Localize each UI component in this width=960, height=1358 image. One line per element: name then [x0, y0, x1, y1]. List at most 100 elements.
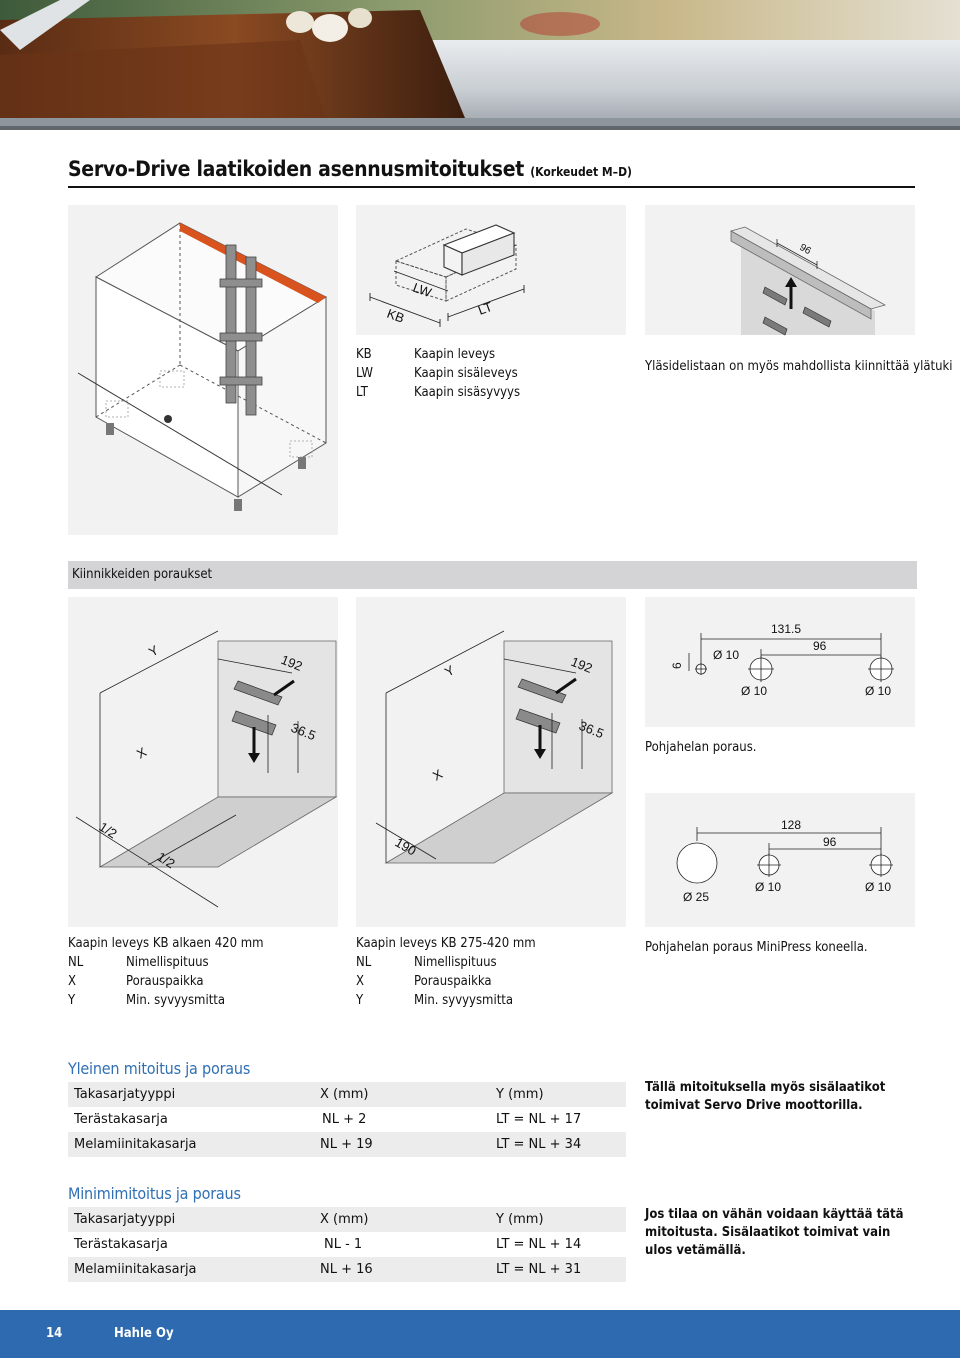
legend-key: NL — [356, 955, 372, 970]
legend-row: LW Kaapin sisäleveys — [356, 364, 626, 383]
table-cell: LT = NL + 17 — [496, 1112, 582, 1127]
legend-key: Y — [356, 993, 364, 1008]
legend-text: Porauspaikka — [414, 974, 492, 989]
page-title-text: Servo-Drive laatikoiden asennusmitoituks… — [68, 157, 524, 181]
fig-a-x-label: X — [134, 744, 149, 761]
drawer-box-drawing: KB LW LT — [369, 224, 525, 327]
table-row: Terästakasarja NL + 2 LT = NL + 17 — [68, 1107, 626, 1132]
table2-note: Jos tilaa on vähän voidaan käyttää tätä … — [645, 1207, 904, 1258]
page-title-suffix: (Korkeudet M–D) — [530, 165, 632, 179]
rail-detail-drawing: 96 — [729, 226, 887, 336]
bore1-phi-top: Ø 10 — [713, 648, 739, 662]
bore-figure-b: Y X 192 36.5 190 — [375, 630, 614, 864]
legend-text: Nimellispituus — [414, 955, 497, 970]
cabinet-drawing — [77, 222, 328, 511]
table-cell: NL - 1 — [324, 1237, 363, 1252]
legend-text: Min. syvyysmitta — [414, 993, 514, 1008]
table-row: Terästakasarja NL - 1 LT = NL + 14 — [68, 1232, 626, 1257]
kb-label: KB — [385, 306, 406, 326]
legend-row: NL Nimellispituus — [68, 953, 338, 972]
legend-row: Y Min. syvyysmitta — [356, 991, 626, 1010]
legend-key: KB — [356, 347, 372, 362]
top-right-caption: Yläsidelistaan on myös mahdollista kiinn… — [645, 359, 953, 374]
bore1-phi-right: Ø 10 — [865, 684, 891, 698]
lt-label: LT — [476, 299, 495, 318]
table-header-cell: Takasarjatyyppi — [68, 1207, 314, 1232]
table-header-cell: Takasarjatyyppi — [68, 1082, 314, 1107]
table1: Takasarjatyyppi X (mm) Y (mm) Terästakas… — [68, 1082, 626, 1157]
table2: Takasarjatyyppi X (mm) Y (mm) Terästakas… — [68, 1207, 626, 1282]
table-header-cell: Y (mm) — [490, 1082, 626, 1107]
legend-text: Kaapin leveys — [414, 347, 496, 362]
bore-figure-b-panel: Y X 192 36.5 190 — [356, 597, 626, 927]
table-cell: NL + 19 — [314, 1132, 490, 1157]
bore1-131-label: 131.5 — [771, 622, 801, 636]
table2-heading: Minimimitoitus ja poraus — [68, 1184, 241, 1203]
legend-b-head: Kaapin leveys KB 275-420 mm — [356, 936, 536, 951]
table-cell: Terästakasarja — [74, 1112, 168, 1127]
legend-key: NL — [68, 955, 84, 970]
table-cell: Terästakasarja — [74, 1237, 168, 1252]
lw-label: LW — [411, 280, 434, 301]
legend-key: LW — [356, 366, 373, 381]
legend-text: Kaapin sisäsyvyys — [414, 385, 521, 400]
bore-pattern-2-panel: 128 96 Ø 25 Ø 10 Ø 10 — [645, 793, 915, 927]
legend-b: Kaapin leveys KB 275-420 mm NL Nimellispi… — [356, 934, 626, 1010]
legend-row: KB Kaapin leveys — [356, 345, 626, 364]
rail-dim-label: 96 — [798, 242, 814, 257]
legend-a-head: Kaapin leveys KB alkaen 420 mm — [68, 936, 264, 951]
table-row: Melamiinitakasarja NL + 19 LT = NL + 34 — [68, 1132, 626, 1157]
legend-key: LT — [356, 385, 368, 400]
bore2-phi-big: Ø 25 — [683, 890, 709, 904]
table-cell: NL + 2 — [322, 1112, 367, 1127]
table1-note: Tällä mitoituksella myös sisälaatikot to… — [645, 1080, 886, 1113]
legend-text: Nimellispituus — [126, 955, 209, 970]
table-cell: LT = NL + 31 — [490, 1257, 626, 1282]
bore-pattern-1-panel: 131.5 96 6 Ø 10 Ø 10 Ø 10 — [645, 597, 915, 727]
legend-row: Y Min. syvyysmitta — [68, 991, 338, 1010]
legend-row: NL Nimellispituus — [356, 953, 626, 972]
fig-b-x-label: X — [430, 766, 445, 783]
bore2-phi-mid: Ø 10 — [755, 880, 781, 894]
table-header-row: Takasarjatyyppi X (mm) Y (mm) — [68, 1082, 626, 1107]
bore1-caption: Pohjahelan poraus. — [645, 740, 757, 755]
table-cell: Melamiinitakasarja — [68, 1257, 314, 1282]
legend-a: Kaapin leveys KB alkaen 420 mm NL Nimelli… — [68, 934, 338, 1010]
table-header-cell: X (mm) — [314, 1082, 490, 1107]
company-name: Hahle Oy — [114, 1326, 174, 1341]
legend-text: Porauspaikka — [126, 974, 204, 989]
legend-top: KB Kaapin leveys LW Kaapin sisäleveys LT Ka… — [356, 345, 626, 402]
table-cell: LT = NL + 14 — [496, 1237, 582, 1252]
bore-pattern-1: 131.5 96 6 Ø 10 Ø 10 Ø 10 — [670, 622, 894, 698]
table-row: Melamiinitakasarja NL + 16 LT = NL + 31 — [68, 1257, 626, 1282]
legend-row: X Porauspaikka — [356, 972, 626, 991]
bore1-96-label: 96 — [813, 639, 827, 653]
bore2-96-label: 96 — [823, 835, 837, 849]
minipress-caption: Pohjahelan poraus MiniPress koneella. — [645, 940, 868, 955]
table-header-cell: Y (mm) — [490, 1207, 626, 1232]
cabinet-drawing-panel — [68, 205, 338, 535]
fig-b-y-label: Y — [442, 662, 457, 679]
header-photo — [0, 0, 960, 130]
bore-figure-a-panel: Y X 192 36.5 1/2 1/2 — [68, 597, 338, 927]
table-cell: Melamiinitakasarja — [68, 1132, 314, 1157]
rail-detail-panel: 96 — [645, 205, 915, 336]
footer-bar: 14 Hahle Oy — [0, 1310, 960, 1358]
bore1-6-label: 6 — [670, 662, 684, 669]
table-header-cell: X (mm) — [314, 1207, 490, 1232]
fig-a-y-label: Y — [146, 642, 161, 659]
legend-text: Kaapin sisäleveys — [414, 366, 518, 381]
table-header-row: Takasarjatyyppi X (mm) Y (mm) — [68, 1207, 626, 1232]
bore-pattern-2: 128 96 Ø 25 Ø 10 Ø 10 — [676, 818, 893, 904]
legend-key: X — [356, 974, 365, 989]
page-number: 14 — [46, 1326, 63, 1341]
legend-text: Min. syvyysmitta — [126, 993, 226, 1008]
legend-row: LT Kaapin sisäsyvyys — [356, 383, 626, 402]
title-divider — [68, 186, 915, 188]
bore2-128-label: 128 — [781, 818, 801, 832]
table1-heading: Yleinen mitoitus ja poraus — [68, 1059, 251, 1078]
legend-key: Y — [68, 993, 76, 1008]
legend-key: X — [68, 974, 77, 989]
bore2-phi-right: Ø 10 — [865, 880, 891, 894]
section-band: Kiinnikkeiden poraukset — [68, 561, 917, 589]
